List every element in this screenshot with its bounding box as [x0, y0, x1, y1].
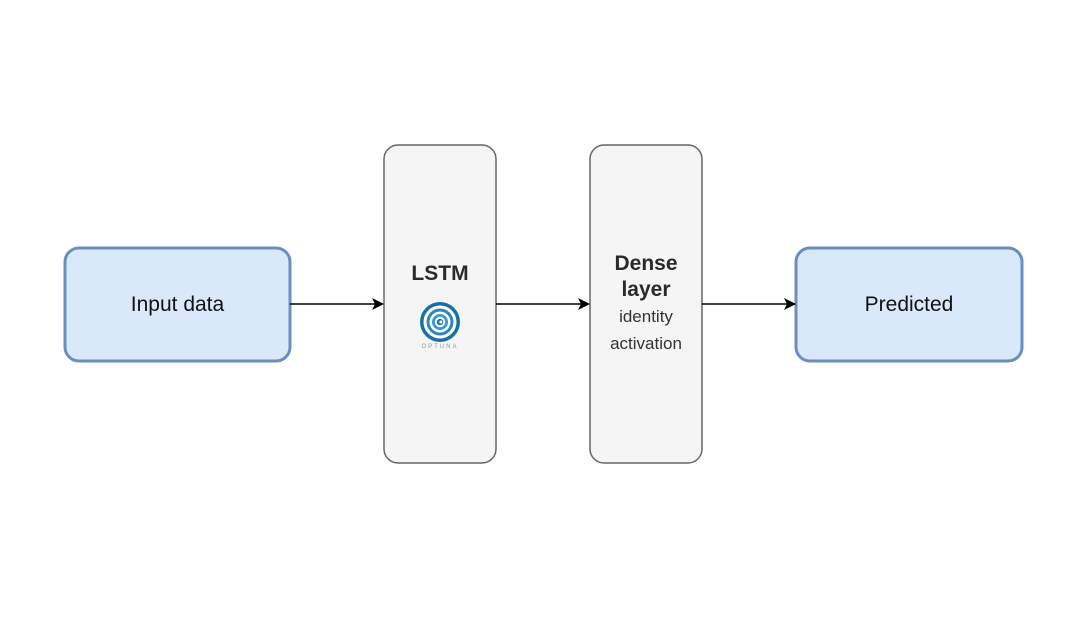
optuna-logo-icon: [420, 302, 460, 342]
dense-layer-text: Dense layer identity activation: [590, 145, 702, 463]
dense-activation-line2: activation: [610, 334, 682, 353]
dense-title-line1: Dense: [614, 252, 678, 275]
dense-title-line2: layer: [621, 278, 671, 301]
dense-activation-line1: identity: [619, 307, 673, 326]
lstm-title: LSTM: [411, 262, 469, 285]
optuna-logo-text: OPTUNA: [421, 344, 459, 350]
predicted-label: Predicted: [864, 292, 954, 316]
input-data-label: Input data: [130, 292, 225, 316]
predicted-box[interactable]: [794, 246, 1024, 363]
